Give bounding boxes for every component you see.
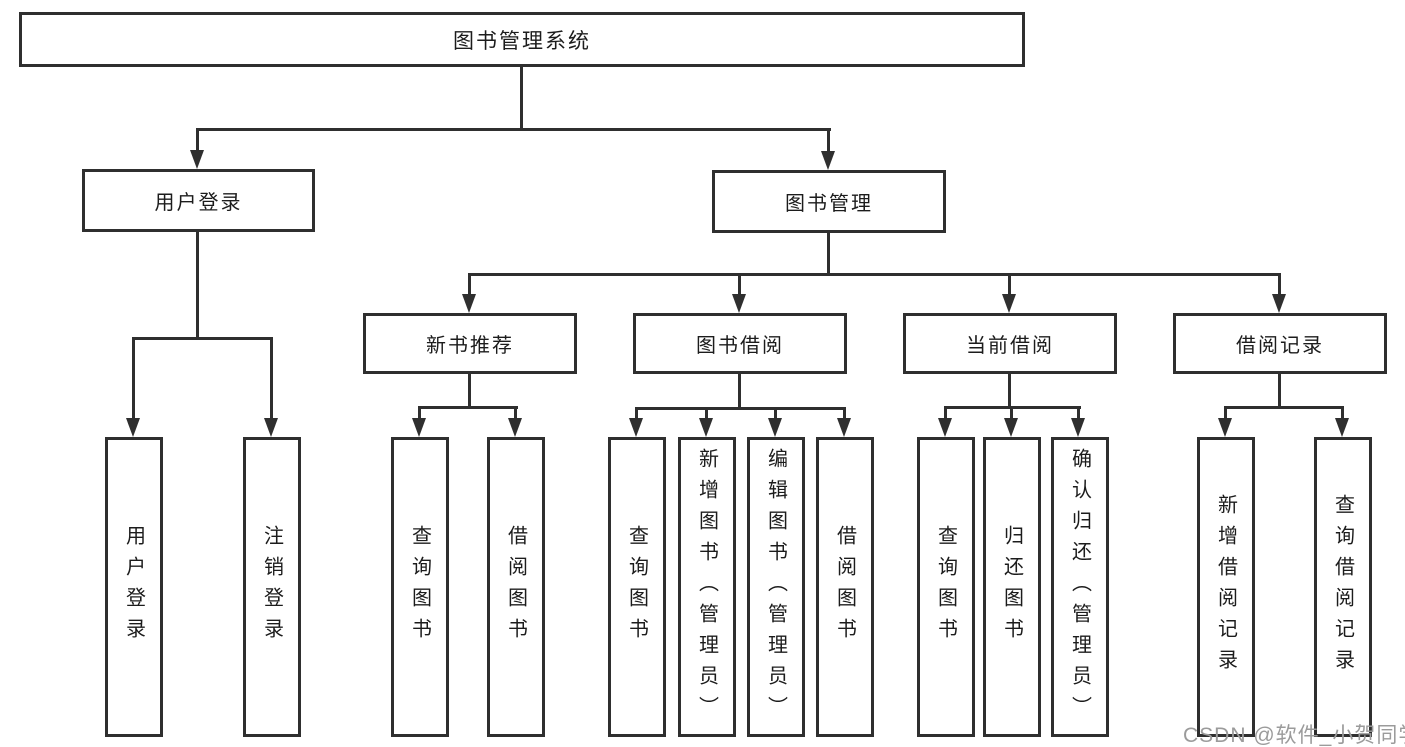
connector-line: [468, 273, 1281, 276]
node-query-borrow-record: 查询借阅记录: [1314, 437, 1372, 737]
node-query-books-1: 查询图书: [391, 437, 449, 737]
connector-line: [520, 67, 523, 128]
node-label: 新增借阅记录: [1214, 494, 1237, 680]
node-library-system: 图书管理系统: [19, 12, 1025, 67]
node-borrowing-records: 借阅记录: [1173, 313, 1387, 374]
node-label: 确认归还（管理员）: [1068, 447, 1091, 727]
connector-arrow: [1071, 406, 1085, 437]
node-label: 图书管理: [785, 193, 873, 215]
connector-arrow: [1002, 273, 1016, 313]
node-logout: 注销登录: [243, 437, 301, 737]
connector-arrow: [508, 406, 522, 437]
node-confirm-return-admin: 确认归还（管理员）: [1051, 437, 1109, 737]
node-label: 借阅图书: [833, 525, 856, 649]
connector-line: [468, 374, 471, 406]
connector-arrow: [462, 273, 476, 313]
node-new-book-recommend: 新书推荐: [363, 313, 577, 374]
connector-line: [196, 128, 831, 131]
node-label: 查询图书: [408, 525, 431, 649]
connector-arrow: [732, 273, 746, 313]
node-label: 借阅图书: [504, 525, 527, 649]
connector-arrow: [837, 407, 851, 437]
node-label: 图书管理系统: [453, 29, 591, 53]
node-return-books: 归还图书: [983, 437, 1041, 737]
connector-line: [132, 337, 273, 340]
node-add-books-admin: 新增图书（管理员）: [678, 437, 736, 737]
node-borrow-books-1: 借阅图书: [487, 437, 545, 737]
node-label: 新增图书（管理员）: [695, 447, 718, 727]
node-label: 借阅记录: [1236, 335, 1324, 357]
connector-arrow: [412, 406, 426, 437]
node-user-login-leaf: 用户登录: [105, 437, 163, 737]
node-query-books-3: 查询图书: [917, 437, 975, 737]
node-user-login: 用户登录: [82, 169, 315, 232]
node-label: 查询图书: [934, 525, 957, 649]
node-edit-books-admin: 编辑图书（管理员）: [747, 437, 805, 737]
connector-line: [196, 232, 199, 337]
node-label: 注销登录: [260, 525, 283, 649]
connector-arrow: [264, 337, 278, 437]
connector-arrow: [190, 128, 204, 169]
node-borrow-books-2: 借阅图书: [816, 437, 874, 737]
node-label: 新书推荐: [426, 335, 514, 357]
node-label: 查询借阅记录: [1331, 494, 1354, 680]
connector-arrow: [768, 407, 782, 437]
connector-line: [1224, 406, 1344, 409]
node-label: 归还图书: [1000, 525, 1023, 649]
node-label: 当前借阅: [966, 335, 1054, 357]
connector-line: [1278, 374, 1281, 406]
node-current-borrowing: 当前借阅: [903, 313, 1117, 374]
connector-arrow: [629, 407, 643, 437]
node-label: 图书借阅: [696, 335, 784, 357]
node-book-management: 图书管理: [712, 170, 946, 233]
connector-arrow: [1004, 406, 1018, 437]
node-book-borrowing: 图书借阅: [633, 313, 847, 374]
node-label: 用户登录: [122, 525, 145, 649]
watermark: CSDN @软件_小贺同学: [1183, 724, 1405, 747]
connector-arrow: [821, 128, 835, 170]
connector-line: [827, 233, 830, 273]
connector-line: [1008, 374, 1011, 406]
connector-arrow: [1218, 406, 1232, 437]
node-label: 用户登录: [154, 192, 243, 214]
connector-line: [635, 407, 846, 410]
node-label: 编辑图书（管理员）: [764, 447, 787, 727]
node-query-books-2: 查询图书: [608, 437, 666, 737]
connector-arrow: [699, 407, 713, 437]
connector-arrow: [1335, 406, 1349, 437]
connector-arrow: [126, 337, 140, 437]
connector-line: [738, 374, 741, 407]
connector-line: [418, 406, 518, 409]
node-add-borrow-record: 新增借阅记录: [1197, 437, 1255, 737]
connector-arrow: [1272, 273, 1286, 313]
node-label: 查询图书: [625, 525, 648, 649]
connector-arrow: [938, 406, 952, 437]
